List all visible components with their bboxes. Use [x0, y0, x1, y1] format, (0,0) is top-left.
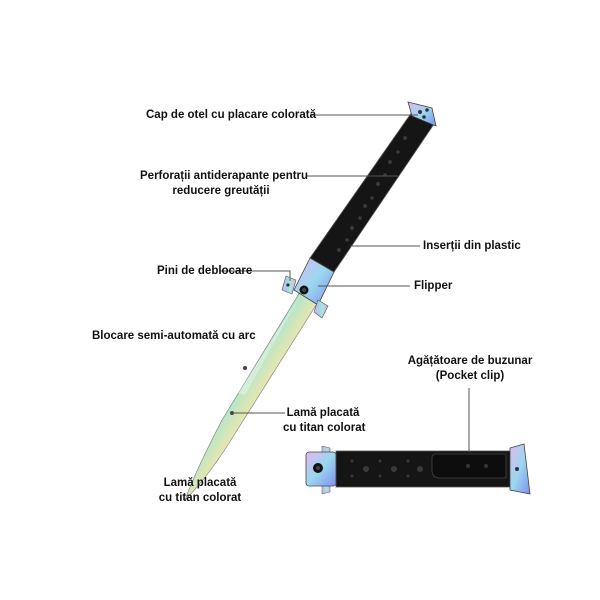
label-perforations: Perforații antiderapante pentru reducere…	[140, 169, 309, 199]
label-flipper: Flipper	[414, 280, 453, 292]
closed-stiletto-knife-icon	[305, 443, 531, 495]
label-pocket-clip-line2: (Pocket clip)	[435, 370, 505, 382]
label-perforations-line1: Perforații antiderapante pentru	[140, 170, 309, 182]
label-blade-bottom: Lamă placată cu titan colorat	[150, 476, 250, 506]
label-perforations-line2: reducere greutății	[172, 185, 270, 197]
label-release-pins: Pini de deblocare	[157, 265, 253, 277]
label-blade-right-line1: Lamă placată	[286, 407, 360, 419]
label-blade-right: Lamă placată cu titan colorat	[283, 406, 366, 436]
label-blade-bottom-line1: Lamă placată	[163, 477, 237, 489]
label-pocket-clip: Agățătoare de buzunar (Pocket clip)	[404, 354, 536, 384]
leader-lines	[220, 114, 470, 452]
label-blade-right-line2: cu titan colorat	[283, 422, 366, 434]
label-spring-lock: Blocare semi-automată cu arc	[92, 330, 256, 342]
label-plastic-inserts: Inserții din plastic	[423, 240, 521, 252]
label-steel-cap: Cap de otel cu placare colorată	[146, 109, 317, 121]
label-blade-bottom-line2: cu titan colorat	[158, 492, 242, 504]
open-stiletto-knife-icon	[184, 101, 437, 501]
label-pocket-clip-line1: Agățătoare de buzunar	[407, 355, 533, 367]
